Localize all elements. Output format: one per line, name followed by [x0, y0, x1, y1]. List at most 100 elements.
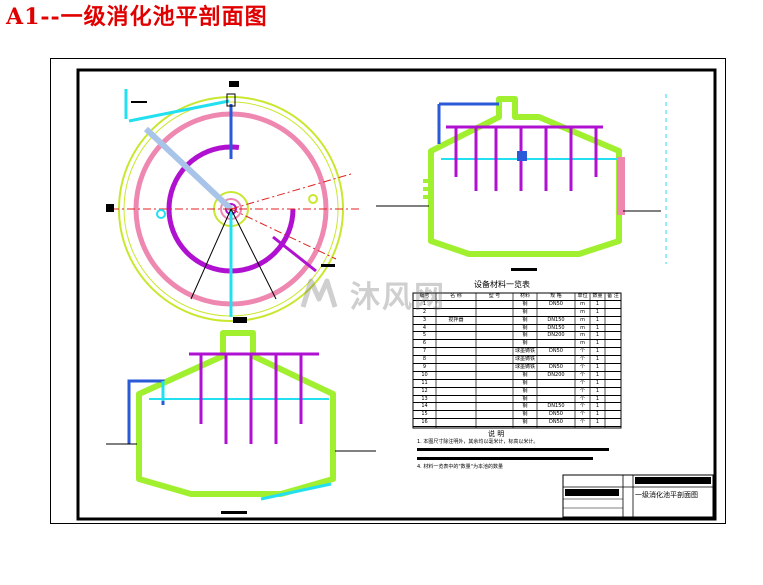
- equipment-table-cell: 13: [421, 395, 428, 402]
- equipment-table-cell: 钢: [522, 371, 528, 378]
- equipment-table-row: 14 钢 DN150 个 1: [413, 403, 621, 412]
- equipment-table-cell: [537, 340, 575, 347]
- equipment-table-cell: [436, 325, 476, 332]
- equipment-table-cell: 1: [595, 348, 600, 355]
- notes-bars: [417, 448, 609, 460]
- plan-axis-diagonal-2: [230, 208, 337, 260]
- equipment-table-cell: 球墨铸铁: [514, 348, 535, 355]
- equipment-table-cell: [537, 396, 575, 403]
- equipment-table-cell: 搅拌器: [448, 316, 464, 323]
- equipment-table-cell: 1: [595, 308, 600, 315]
- plan-support-line-2: [230, 208, 277, 300]
- equipment-table-cell: m: [580, 308, 585, 315]
- equipment-table-cell: [436, 348, 476, 355]
- equipment-table-header-cell: 编号: [419, 293, 430, 299]
- equipment-table-cell: [605, 388, 621, 395]
- section-2-2: [106, 330, 376, 514]
- equipment-table-cell: [476, 411, 513, 418]
- equipment-table-header-cell: 单位: [577, 293, 588, 299]
- equipment-table-cell: [476, 396, 513, 403]
- equipment-table-cell: [605, 325, 621, 332]
- equipment-table-cell: 4: [422, 324, 427, 331]
- equipment-table-cell: 1: [595, 356, 600, 363]
- equipment-table-cell: 5: [422, 332, 427, 339]
- equipment-table-cell: [605, 340, 621, 347]
- equipment-table-cell: 个: [579, 395, 585, 402]
- equipment-table-cell: [436, 396, 476, 403]
- equipment-table-cell: [605, 364, 621, 371]
- equipment-table-frame: [412, 292, 622, 429]
- equipment-table-cell: [476, 317, 513, 324]
- equipment-table-cell: DN200: [547, 371, 565, 378]
- equipment-table-cell: 钢: [522, 387, 528, 394]
- equipment-table-header-cell: 材料: [519, 293, 530, 299]
- equipment-table-cell: DN50: [549, 411, 563, 418]
- equipment-table-cell: 钢: [522, 340, 528, 347]
- plan-pipe-lightblue: [143, 126, 234, 212]
- equipment-table-cell: [537, 309, 575, 316]
- plan-nozzle-left: [156, 209, 166, 219]
- equipment-table-cell: 16: [421, 419, 428, 426]
- equipment-table-cell: m: [580, 324, 585, 331]
- equipment-table-cell: [436, 380, 476, 387]
- equipment-table-cell: DN50: [549, 348, 563, 355]
- equipment-table-cell: [436, 356, 476, 363]
- equipment-table-cell: DN50: [549, 300, 563, 307]
- equipment-table-cell: 1: [595, 364, 600, 371]
- watermark-text: 沐风网: [350, 280, 446, 315]
- equipment-table-cell: 个: [579, 364, 585, 371]
- equipment-table-cell: 1: [595, 324, 600, 331]
- equipment-table-cell: [476, 325, 513, 332]
- equipment-table-cell: [605, 403, 621, 410]
- plan-leader-4: [321, 264, 335, 267]
- equipment-table-cell: 9: [422, 364, 427, 371]
- equipment-table-cell: [605, 356, 621, 363]
- equipment-table-cell: 个: [579, 403, 585, 410]
- equipment-table-cell: DN150: [547, 324, 565, 331]
- equipment-table-cell: [436, 372, 476, 379]
- equipment-table-cell: 1: [595, 379, 600, 386]
- equipment-table-cell: DN200: [547, 332, 565, 339]
- equipment-table-cell: [476, 356, 513, 363]
- note-2: 4. 材料一览表中的"数量"为本池的数量: [417, 464, 503, 470]
- equipment-table-cell: DN150: [547, 316, 565, 323]
- equipment-table-cell: [605, 309, 621, 316]
- equipment-table-cell: 球墨铸铁: [514, 356, 535, 363]
- equipment-table-cell: [537, 380, 575, 387]
- equipment-table-cell: DN150: [547, 403, 565, 410]
- equipment-table-cell: 1: [595, 403, 600, 410]
- equipment-table-cell: [605, 301, 621, 308]
- equipment-table-cell: 14: [421, 403, 428, 410]
- equipment-table-cell: 11: [421, 379, 428, 386]
- equipment-table-cell: 15: [421, 411, 428, 418]
- equipment-table-cell: 钢: [522, 395, 528, 402]
- equipment-table-cell: [436, 403, 476, 410]
- equipment-table-cell: 1: [595, 316, 600, 323]
- equipment-table-cell: [476, 348, 513, 355]
- equipment-table-cell: [537, 356, 575, 363]
- equipment-table-cell: [476, 340, 513, 347]
- equipment-table-cell: 钢: [522, 308, 528, 315]
- section-1-1-label-bar: [511, 268, 537, 271]
- equipment-table-cell: [476, 419, 513, 426]
- section-1-1-pipe-stub: [517, 151, 527, 161]
- equipment-table-cell: [476, 364, 513, 371]
- equipment-table-cell: 1: [595, 371, 600, 378]
- equipment-table-cell: 钢: [522, 403, 528, 410]
- equipment-table-cell: 个: [579, 371, 585, 378]
- equipment-table-cell: [537, 388, 575, 395]
- equipment-table-cell: 钢: [522, 324, 528, 331]
- equipment-table-cell: 球墨铸铁: [514, 364, 535, 371]
- equipment-table-header-cell: 数量: [592, 293, 603, 299]
- equipment-table-cell: m: [580, 300, 585, 307]
- equipment-table-cell: 1: [595, 332, 600, 339]
- equipment-table-cell: [476, 332, 513, 339]
- plan-leader-1: [131, 101, 147, 103]
